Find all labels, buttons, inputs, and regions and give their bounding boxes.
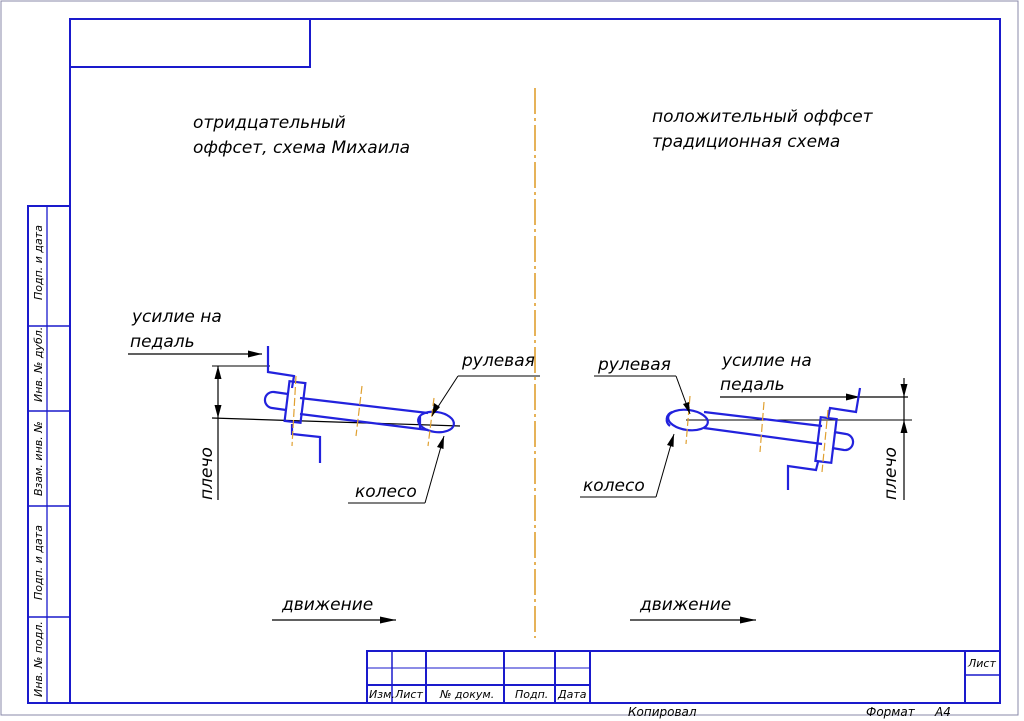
footer-copied: Копировал [628,705,697,719]
title-col-izm: Изм. [369,688,395,701]
footer-format-value: А4 [934,705,951,719]
left-force-label-line1: усилие на [131,307,222,327]
title-sheet-label: Лист [967,657,996,670]
right-steering-label: рулевая [597,355,671,375]
right-title-line2: традиционная схема [652,132,840,152]
right-title-line1: положительный оффсет [652,107,874,127]
left-arm-label: плечо [197,447,217,500]
title-col-list: Лист [394,688,423,701]
right-force-label-line1: усилие на [721,351,812,371]
side-label-inv-podl: Инв. № подл. [32,621,45,697]
side-label-sign-date-1: Подп. и дата [32,225,45,300]
right-force-label-line2: педаль [720,375,785,395]
title-block [366,650,1001,704]
left-motion-label: движение [281,595,373,615]
title-col-sign: Подп. [515,688,548,701]
title-col-doc: № докум. [439,688,494,701]
left-wheel-label: колесо [355,482,417,502]
footer-format-label: Формат [866,705,916,719]
side-label-sign-date-2: Подп. и дата [32,525,45,600]
right-arm-label: плечо [881,447,901,500]
left-steering-label: рулевая [461,351,535,371]
right-motion-label: движение [639,595,731,615]
right-motion-arrow [630,616,756,624]
right-wheel-label: колесо [583,476,645,496]
top-left-box [69,18,311,68]
title-col-date: Дата [557,688,587,701]
side-strip [27,205,71,704]
left-mechanism [128,346,540,504]
left-force-label-line2: педаль [130,332,195,352]
right-mechanism [580,375,912,500]
left-title-line2: оффсет, схема Михаила [193,138,410,158]
side-label-vzam-inv: Взам. инв. № [32,421,45,496]
side-label-inv-dubl: Инв. № дубл. [32,327,45,402]
left-motion-arrow [272,616,396,624]
left-title-line1: отридцательный [193,113,346,133]
